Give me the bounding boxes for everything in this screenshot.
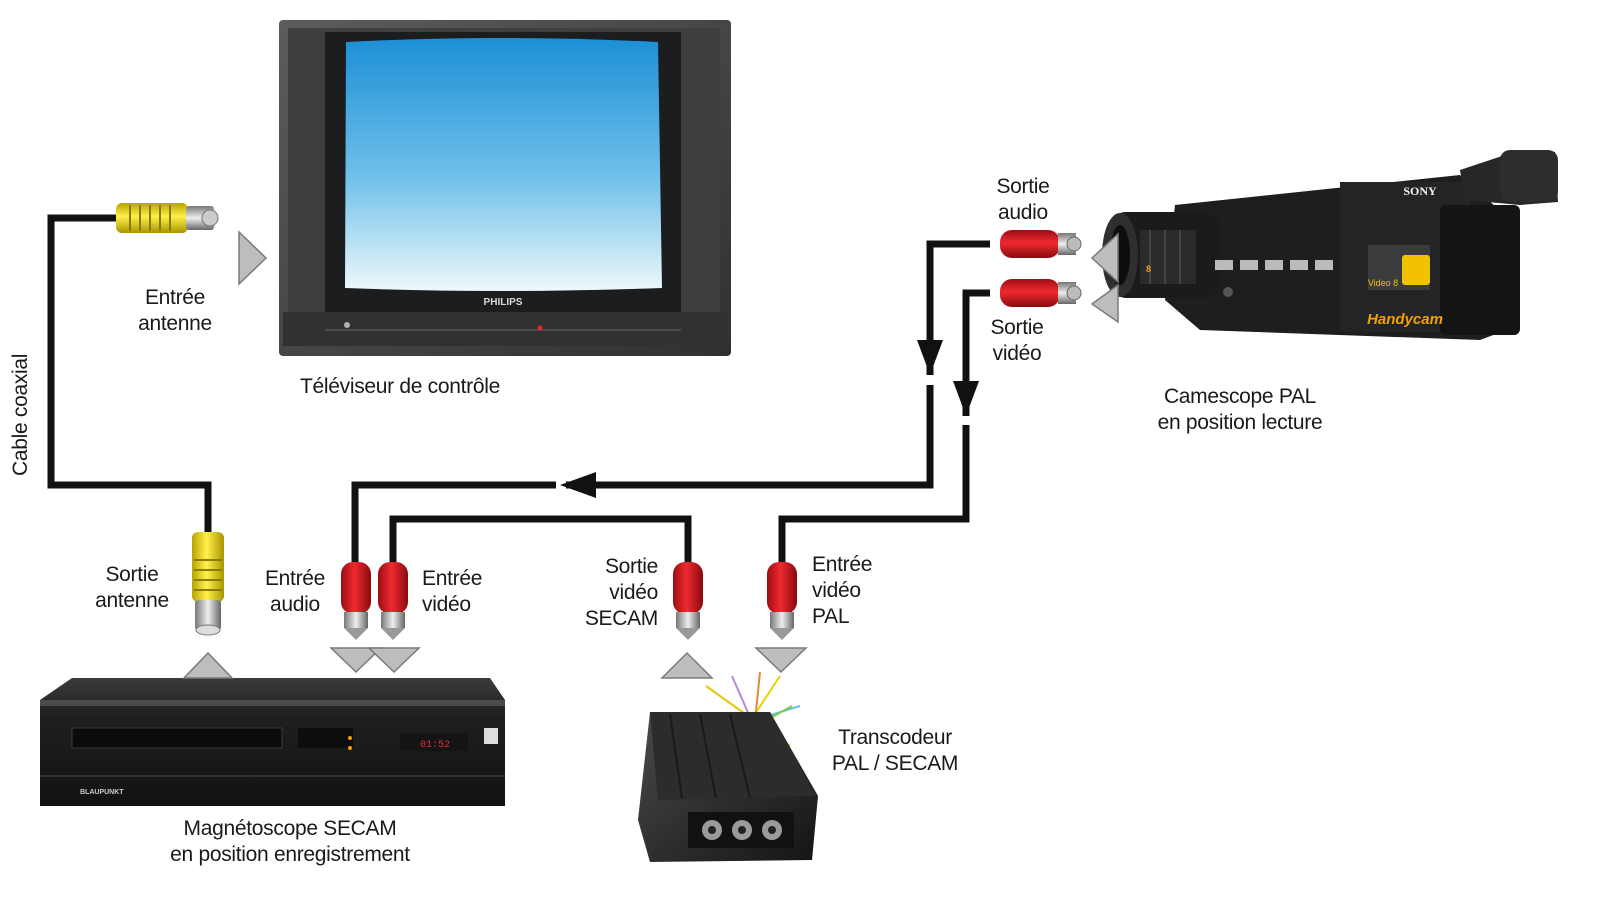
- arrow-down-icon: [953, 381, 979, 416]
- arrow-down-icon: [917, 340, 943, 375]
- camcorder-model: Handycam: [1367, 311, 1443, 328]
- plug-cam-video-out: [1000, 279, 1082, 307]
- plug-transcoder-secam-out: [673, 562, 703, 640]
- label-coaxial-cable: Cable coaxial: [2, 350, 42, 480]
- triangle-up-icon: [660, 651, 714, 679]
- label-line: en position enregistrement: [170, 843, 410, 866]
- coaxial-cable: [47, 214, 212, 545]
- label-line: antenne: [138, 312, 212, 335]
- svg-text:01:52: 01:52: [420, 740, 450, 751]
- port-markers: [182, 230, 1119, 679]
- camcorder-badge: Video 8: [1368, 278, 1398, 288]
- label-line: Entrée: [422, 567, 483, 590]
- label-vcr-video-in: Entrée vidéo: [422, 566, 502, 618]
- plug-tv-antenna-in: [116, 203, 219, 233]
- triangle-down-icon: [754, 647, 808, 674]
- label-line: vidéo: [992, 342, 1042, 365]
- label-line: Cable coaxial: [9, 353, 32, 476]
- video-secam-cable: [389, 515, 692, 562]
- triangle-right-icon: [238, 230, 268, 286]
- label-cam-video-out: Sortie vidéo: [962, 315, 1072, 367]
- label-vcr-antenna-out: Sortie antenne: [82, 562, 182, 614]
- label-line: Téléviseur de contrôle: [299, 375, 500, 398]
- label-line: Entrée: [264, 567, 326, 590]
- label-line: PAL: [812, 605, 850, 628]
- vcr-brand: BLAUPUNKT: [80, 789, 124, 796]
- label-line: Magnétoscope SECAM: [183, 817, 397, 840]
- label-line: audio: [270, 593, 320, 616]
- label-line: audio: [998, 201, 1048, 224]
- arrow-left-icon: [560, 472, 596, 498]
- label-line: en position lecture: [1157, 411, 1323, 434]
- label-line: antenne: [95, 589, 169, 612]
- video-pal-cable: [778, 289, 990, 562]
- label-cam-audio-out: Sortie audio: [968, 174, 1078, 226]
- label-vcr-audio-in: Entrée audio: [255, 566, 335, 618]
- label-line: Sortie: [990, 316, 1044, 339]
- label-line: vidéo: [609, 581, 658, 604]
- plug-vcr-audio-in: [341, 562, 371, 640]
- label-line: Sortie: [105, 563, 159, 586]
- transcoder-caption: Transcodeur PAL / SECAM: [815, 725, 975, 777]
- plug-cam-audio-out: [1000, 230, 1082, 258]
- vcr: 01:52 BLAUPUNKT: [40, 678, 505, 806]
- transcoder: [638, 671, 818, 862]
- label-line: Entrée: [812, 553, 873, 576]
- label-line: Entrée: [144, 286, 206, 309]
- vcr-caption: Magnétoscope SECAM en position enregistr…: [130, 816, 450, 868]
- tv-set: PHILIPS: [279, 20, 731, 356]
- label-line: PAL / SECAM: [831, 752, 959, 775]
- plug-vcr-antenna-out: [192, 532, 224, 636]
- label-transcoder-pal-in: Entrée vidéo PAL: [812, 552, 902, 630]
- triangle-left-icon: [1090, 232, 1119, 284]
- camcorder: SONY Video 8 Handycam 8: [1102, 150, 1558, 340]
- label-line: Sortie: [604, 555, 658, 578]
- plug-transcoder-pal-in: [767, 562, 797, 640]
- tv-caption: Téléviseur de contrôle: [250, 374, 550, 400]
- label-line: vidéo: [422, 593, 471, 616]
- plug-vcr-video-in: [378, 562, 408, 640]
- label-line: Sortie: [996, 175, 1050, 198]
- triangle-down-icon: [367, 647, 421, 674]
- cables: [47, 214, 990, 562]
- audio-cable: [351, 240, 990, 562]
- triangle-left-icon: [1090, 283, 1119, 324]
- label-transcoder-secam-out: Sortie vidéo SECAM: [572, 554, 658, 632]
- triangle-up-icon: [182, 651, 234, 679]
- tv-brand: PHILIPS: [484, 297, 523, 308]
- camcorder-caption: Camescope PAL en position lecture: [1110, 384, 1370, 436]
- label-tv-antenna-in: Entrée antenne: [120, 285, 230, 337]
- svg-text:8: 8: [1146, 264, 1151, 274]
- label-line: Camescope PAL: [1163, 385, 1317, 408]
- label-line: Transcodeur: [838, 726, 952, 749]
- label-line: SECAM: [584, 607, 658, 630]
- camcorder-brand: SONY: [1403, 184, 1437, 198]
- label-line: vidéo: [812, 579, 861, 602]
- triangle-down-icon: [329, 647, 383, 674]
